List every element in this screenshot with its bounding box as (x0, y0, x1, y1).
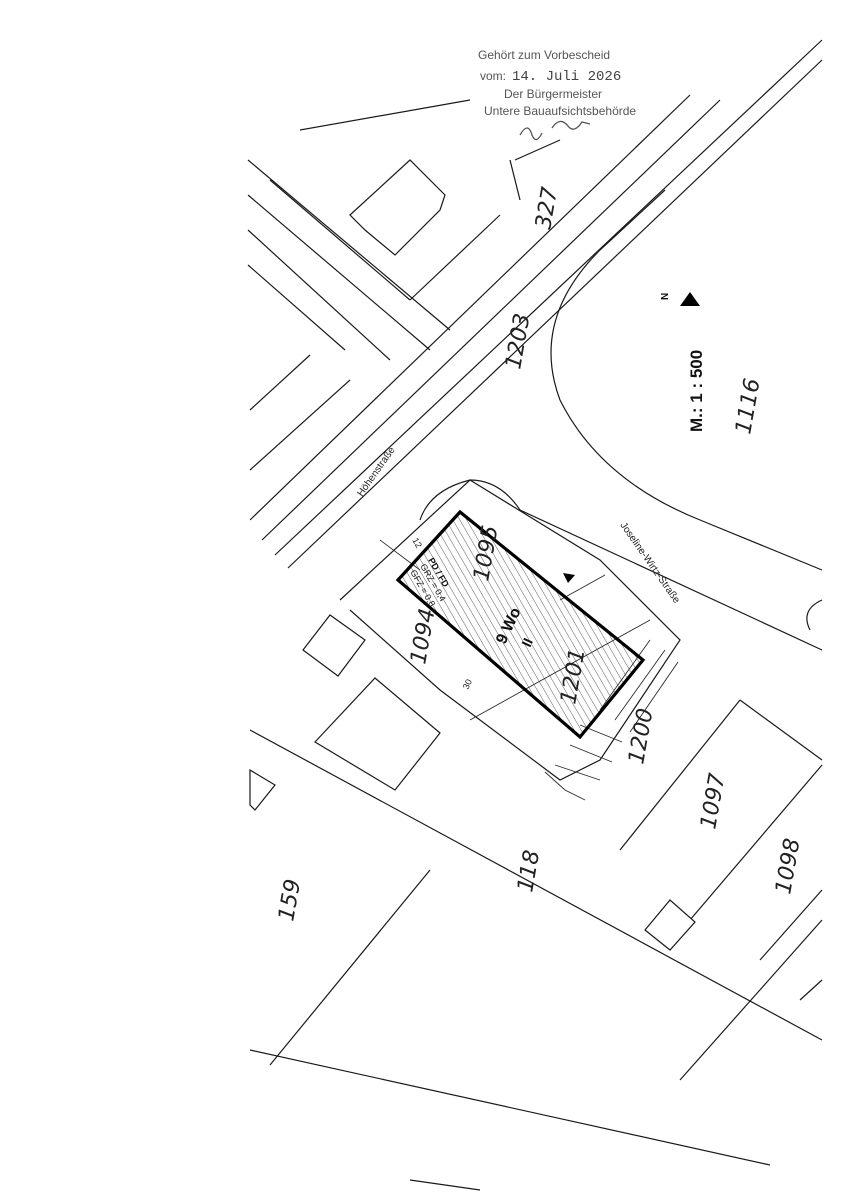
parcel-label-327: 327 (531, 185, 563, 231)
building-left-edge (249, 768, 276, 811)
joseline-street-lines (419, 189, 823, 651)
entrance-triangle-icon (563, 573, 575, 583)
scale-label: M.: 1 : 500 (687, 350, 706, 432)
building-upper-left (349, 159, 446, 256)
dimension-12: 12 (410, 536, 424, 550)
parcel-label-1098: 1098 (771, 837, 805, 896)
planned-building-footprint (395, 509, 646, 740)
lower-parcels (249, 699, 823, 1191)
parcel-label-1203: 1203 (501, 312, 535, 371)
dimension-30: 30 (461, 678, 474, 691)
street-label-joseline-wirtz-strasse: Joseline-Wirtz-Straße (618, 520, 682, 605)
building-shed (302, 614, 366, 677)
hoehenstrasse-street-lines (249, 39, 823, 569)
stamp-signature (519, 120, 591, 141)
parking-stalls (544, 639, 679, 801)
building-small-square (644, 899, 696, 951)
stamp-line-3: Der Bürgermeister (504, 87, 602, 101)
parcel-label-1097: 1097 (696, 772, 730, 831)
upper-left-parcels (247, 99, 561, 471)
parcel-label-1094: 1094 (406, 607, 440, 666)
stamp-line-1: Gehört zum Vorbescheid (478, 48, 610, 62)
north-label: N (660, 293, 671, 300)
street-label-hoehenstrasse: Höhenstraße (355, 445, 397, 499)
stamp-line-2-prefix: vom: (480, 69, 506, 83)
parcel-label-1116: 1116 (731, 377, 765, 436)
stamp-line-4: Untere Bauaufsichtsbehörde (484, 104, 636, 118)
building-garage (314, 677, 441, 791)
north-arrow-icon (680, 292, 700, 306)
stamp-date: 14. Juli 2026 (512, 69, 621, 85)
approval-stamp: Gehört zum Vorbescheid vom: 14. Juli 202… (478, 48, 636, 141)
parcel-label-159: 159 (274, 877, 306, 923)
